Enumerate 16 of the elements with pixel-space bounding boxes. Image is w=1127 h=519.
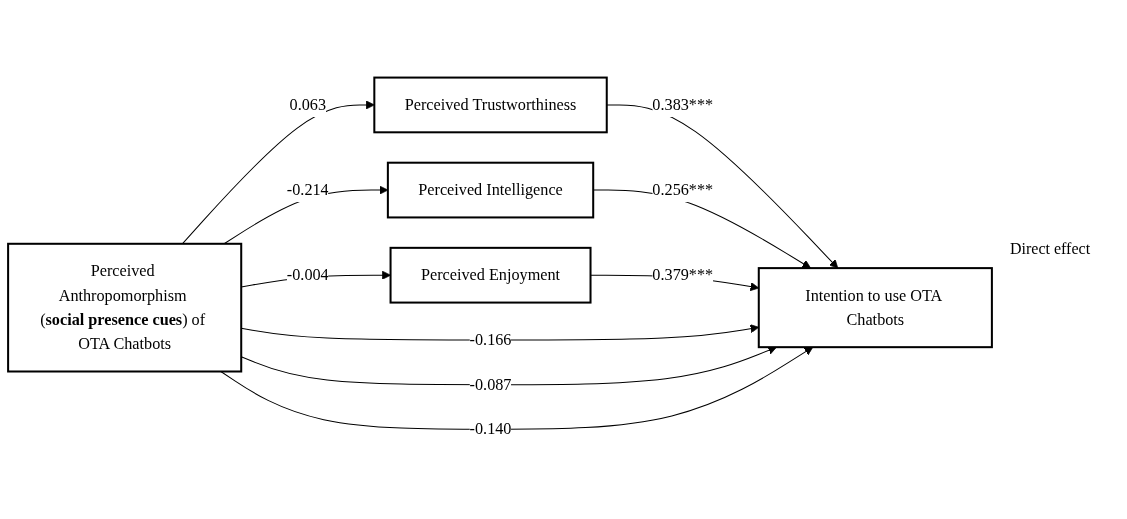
edge-label: -0.166 <box>469 330 512 349</box>
node-box: Perceived Anthropomorphism (social presence cues) of OTA Chatbots <box>7 242 243 373</box>
node-box: Perceived Trustworthiness <box>373 76 608 134</box>
edge-label: -0.140 <box>469 420 512 438</box>
edge-label: 0.256*** <box>652 180 714 199</box>
edge-label: 0.379*** <box>652 266 714 284</box>
arrow <box>606 104 839 269</box>
edge-label: -0.087 <box>469 375 512 393</box>
edge-label: -0.214 <box>286 180 329 199</box>
edge-label: 0.063 <box>289 95 327 114</box>
node-box: Perceived Enjoyment <box>389 246 592 304</box>
node-box: Intention to use OTA Chatbots <box>757 267 993 349</box>
edge-label: 0.383*** <box>652 95 714 114</box>
annotation-text: Direct effect <box>1010 240 1091 258</box>
edge-label: -0.004 <box>286 266 329 284</box>
node-box: Perceived Intelligence <box>386 161 595 219</box>
